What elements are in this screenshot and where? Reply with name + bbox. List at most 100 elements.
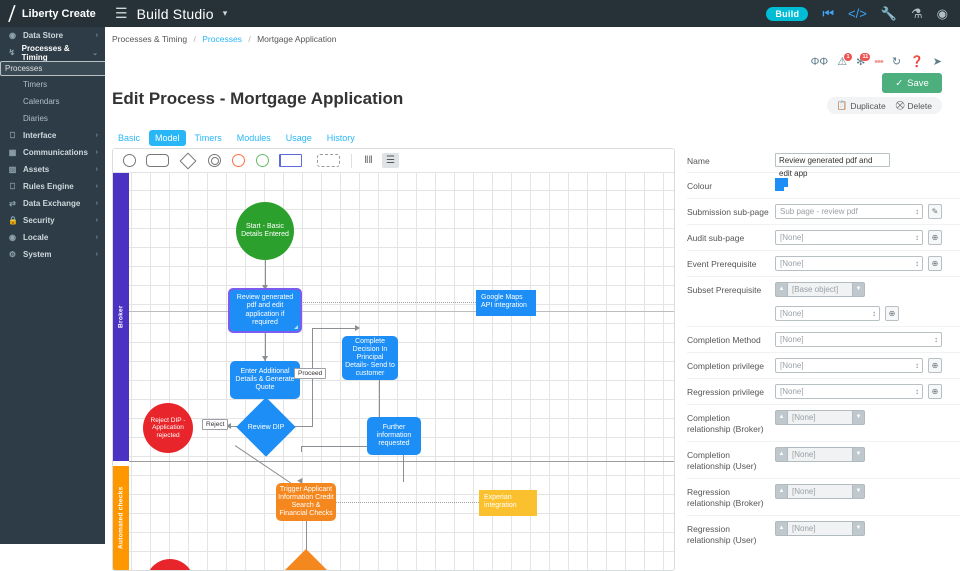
- caret-up-icon[interactable]: ▲: [775, 446, 788, 462]
- submission-sub-page-select[interactable]: Sub page - review pdf: [775, 203, 923, 219]
- diagram-node-review-pdf[interactable]: Review generated pdf and edit applicatio…: [228, 288, 302, 333]
- subset-base-object-value[interactable]: [Base object]: [788, 281, 852, 297]
- completion-method-select[interactable]: [None]: [775, 331, 942, 347]
- pencil-icon[interactable]: ✎: [928, 203, 942, 219]
- sidebar-item-interface[interactable]: ⎕ Interface ›: [0, 127, 105, 144]
- list-view-toggle[interactable]: ☰: [382, 153, 399, 168]
- sidebar-subitem-calendars[interactable]: Calendars: [0, 93, 105, 110]
- breadcrumb-item-1[interactable]: Processes & Timing: [112, 34, 188, 44]
- account-icon[interactable]: ◉: [936, 6, 948, 21]
- diagram-node-experian[interactable]: Experian integration: [479, 490, 537, 516]
- subset-prerequisite-select[interactable]: [None]: [775, 305, 880, 321]
- dashed-rect-shape-tool[interactable]: [313, 153, 343, 169]
- tab-basic[interactable]: Basic: [118, 133, 141, 143]
- diagram-node-further-info[interactable]: Further information requested: [367, 417, 421, 455]
- event-prerequisite-select[interactable]: [None]: [775, 255, 923, 271]
- value-label[interactable]: [None]: [788, 446, 852, 462]
- regression-relationship-broker-group[interactable]: ▲ [None] ▼: [775, 483, 865, 499]
- diagram-node-checks-successful[interactable]: Checks successful?: [264, 548, 348, 570]
- tab-modules[interactable]: Modules: [236, 133, 271, 143]
- caret-down-icon[interactable]: ▼: [852, 483, 865, 499]
- plus-circle-icon[interactable]: ⊕: [885, 305, 899, 321]
- sidebar-item-data-exchange[interactable]: ⇄ Data Exchange ›: [0, 195, 105, 212]
- caret-up-icon[interactable]: ▲: [775, 483, 788, 499]
- plus-circle-icon[interactable]: ⊕: [928, 255, 942, 271]
- sidebar-subitem-diaries[interactable]: Diaries: [0, 110, 105, 127]
- send-icon[interactable]: ➤: [932, 56, 942, 68]
- breadcrumb-item-2[interactable]: Processes: [202, 34, 242, 44]
- rounded-rect-shape-tool[interactable]: [144, 153, 171, 169]
- caret-down-icon[interactable]: ▼: [852, 446, 865, 462]
- diamond-shape-tool[interactable]: [176, 152, 200, 169]
- tab-timers[interactable]: Timers: [194, 133, 222, 143]
- tab-usage[interactable]: Usage: [285, 133, 312, 143]
- diagram-node-start[interactable]: Start - Basic Details Entered: [236, 202, 294, 260]
- name-input[interactable]: Review generated pdf and edit app: [775, 153, 890, 178]
- diagram-node-trigger-checks[interactable]: Trigger Applicant Information Credit Sea…: [276, 483, 336, 521]
- rewind-icon[interactable]: ⏮: [822, 6, 835, 21]
- sidebar-item-system[interactable]: ⚙ System ›: [0, 246, 105, 263]
- help-icon[interactable]: ❓: [910, 56, 924, 68]
- delete-button[interactable]: ⛒ Delete: [896, 100, 932, 111]
- sidebar-item-rules-engine[interactable]: ⎕ Rules Engine ›: [0, 178, 105, 195]
- plus-circle-icon[interactable]: ⊕: [928, 357, 942, 373]
- circle-shape-tool[interactable]: [120, 153, 139, 169]
- colour-swatch[interactable]: [775, 178, 788, 192]
- diagram-node-checks-fail[interactable]: Checks fail - application rejected: [146, 559, 194, 570]
- diagram-node-reject-dip[interactable]: Reject DIP - Application rejected: [143, 403, 193, 453]
- sidebar-item-processes-timing[interactable]: ↯ Processes & Timing ⌄: [0, 44, 105, 62]
- caret-up-icon[interactable]: ▲: [775, 520, 788, 536]
- tab-history[interactable]: History: [326, 133, 355, 143]
- caret-down-icon[interactable]: ▼: [852, 409, 865, 425]
- glasses-icon[interactable]: ΦΦ: [810, 56, 829, 68]
- plus-circle-icon[interactable]: ⊕: [928, 229, 942, 245]
- sidebar-subitem-processes[interactable]: Processes: [0, 61, 105, 76]
- wrench-icon[interactable]: 🔧: [880, 6, 897, 21]
- bug-icon[interactable]: ✻11: [856, 53, 871, 68]
- bracket-rect-shape-tool[interactable]: [277, 153, 304, 169]
- alert-icon[interactable]: ⚠1: [837, 53, 853, 68]
- brand-logo[interactable]: ╱ Liberty Create: [0, 0, 105, 27]
- orange-circle-shape-tool[interactable]: [229, 153, 248, 169]
- plus-circle-icon[interactable]: ⊕: [928, 383, 942, 399]
- code-icon[interactable]: </>: [848, 6, 867, 21]
- sidebar-subitem-timers[interactable]: Timers: [0, 76, 105, 93]
- regression-privilege-select[interactable]: [None]: [775, 383, 923, 399]
- more-dots-icon[interactable]: •••: [874, 56, 884, 68]
- sidebar-item-security[interactable]: 🔒 Security ›: [0, 212, 105, 229]
- duplicate-button[interactable]: 📋 Duplicate: [837, 100, 886, 111]
- value-label[interactable]: [None]: [788, 520, 852, 536]
- diagram-node-enter-details[interactable]: Enter Additional Details & Generate Quot…: [230, 361, 300, 399]
- sidebar-item-locale[interactable]: ◉ Locale ›: [0, 229, 105, 246]
- caret-down-icon[interactable]: ▼: [852, 520, 865, 536]
- sidebar-item-data-store[interactable]: ◉ Data Store ›: [0, 27, 105, 44]
- regression-relationship-user-group[interactable]: ▲ [None] ▼: [775, 520, 865, 536]
- green-circle-shape-tool[interactable]: [253, 153, 272, 169]
- completion-relationship-user-group[interactable]: ▲ [None] ▼: [775, 446, 865, 462]
- subset-base-object-group[interactable]: ▲ [Base object] ▼: [775, 281, 865, 297]
- build-badge[interactable]: Build: [766, 6, 809, 21]
- diagram-node-review-dip[interactable]: Review DIP: [236, 397, 296, 457]
- completion-relationship-broker-group[interactable]: ▲ [None] ▼: [775, 409, 865, 425]
- tab-model[interactable]: Model: [149, 130, 186, 146]
- double-circle-shape-tool[interactable]: [205, 153, 224, 169]
- diagram-node-complete-dip[interactable]: Complete Decision In Principal Details- …: [342, 336, 398, 380]
- diagram-canvas[interactable]: Broker Automated checks: [113, 173, 674, 570]
- caret-up-icon[interactable]: ▲: [775, 281, 788, 297]
- value-label[interactable]: [None]: [788, 409, 852, 425]
- refresh-icon[interactable]: ↻: [891, 56, 902, 68]
- completion-privilege-select[interactable]: [None]: [775, 357, 923, 373]
- value-label[interactable]: [None]: [788, 483, 852, 499]
- sidebar-item-assets[interactable]: ▨ Assets ›: [0, 161, 105, 178]
- chevron-down-icon[interactable]: ▾: [222, 8, 228, 18]
- sidebar-item-communications[interactable]: ▦ Communications ›: [0, 144, 105, 161]
- caret-down-icon[interactable]: ▼: [852, 281, 865, 297]
- resize-handle[interactable]: [294, 325, 298, 329]
- diagram-node-google-maps[interactable]: Google Maps API integration: [476, 290, 536, 316]
- audit-sub-page-select[interactable]: [None]: [775, 229, 923, 245]
- hamburger-icon[interactable]: ☰: [115, 5, 128, 21]
- save-button[interactable]: ✓ Save: [882, 73, 942, 93]
- columns-view-toggle[interactable]: ‖‖: [364, 155, 373, 166]
- flask-icon[interactable]: ⚗: [911, 6, 923, 21]
- caret-up-icon[interactable]: ▲: [775, 409, 788, 425]
